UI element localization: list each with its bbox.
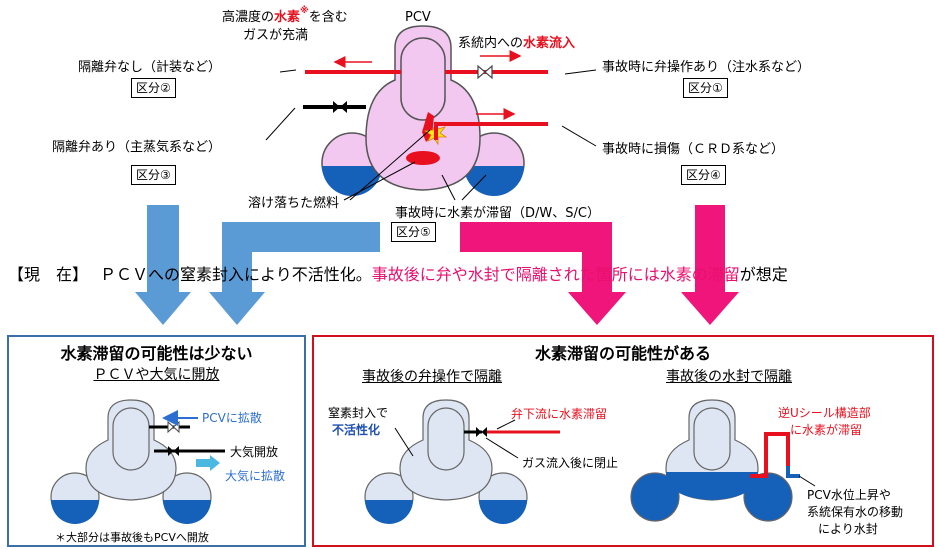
blue-arrows <box>135 205 380 325</box>
category-5-box: 区分⑤ <box>391 222 436 242</box>
category-2-box: 区分② <box>131 78 176 98</box>
status-pink1: 事故後に弁や水封で隔離された箇所には <box>371 265 660 284</box>
right-sub-left: 事故後の弁操作で隔離 <box>362 369 502 385</box>
right-line1: 事故時に弁操作あり（注水系など） <box>602 60 811 75</box>
left-line1: 隔離弁なし（計装など） <box>78 60 222 75</box>
category-1-box: 区分① <box>683 78 728 98</box>
downstream-label: 弁下流に水素滞留 <box>511 407 608 421</box>
status-black: ＰＣＶへの窒素封入により不活性化。 <box>100 265 372 284</box>
pcv-valve-isolation <box>364 399 560 524</box>
stagnation-label: 事故時に水素が滞留（D/W、S/C） <box>395 206 600 221</box>
u-seal-line2: に水素が滞留 <box>790 423 863 437</box>
status-tail: が想定 <box>739 265 788 284</box>
closed-after-label: ガス流入後に閉止 <box>522 456 619 470</box>
atmo-open-label: 大気開放 <box>230 445 279 459</box>
inflow-label: 系統内への水素流入 <box>458 32 575 51</box>
left-panel-subtitle: ＰＣＶや大気に開放 <box>93 367 220 383</box>
right-line2: 事故時に損傷（ＣＲＤ系など） <box>602 142 785 157</box>
right-panel-title: 水素滞留の可能性がある <box>534 344 711 363</box>
water-line2: 系統保有水の移動 <box>807 505 904 519</box>
n2-line2: 不活性化 <box>332 423 381 437</box>
right-panel-frame <box>312 335 934 547</box>
inflow-pre: 系統内への <box>458 36 524 51</box>
top-pcv <box>321 25 525 196</box>
status-prefix: 【現 在】 <box>8 265 89 284</box>
left-panel-title: 水素滞留の可能性は少ない <box>60 344 253 363</box>
right-sub-right-wrap: 事故後の水封で隔離 <box>666 366 792 386</box>
n2-line1: 窒素封入で <box>328 406 389 420</box>
u-seal-line1: 逆Uシール構造部 <box>778 406 871 420</box>
diffuse-pcv-label: PCVに拡散 <box>202 411 262 425</box>
hydrogen-note: 高濃度の水素※を含む <box>222 6 348 25</box>
left-line2: 隔離弁あり（主蒸気系など） <box>52 140 222 155</box>
inflow-red: 水素流入 <box>523 36 576 51</box>
pcv-label: PCV <box>405 10 431 25</box>
category-3-box: 区分③ <box>131 165 176 185</box>
footnote: ＊大部分は事故後もPCVへ開放 <box>55 531 209 544</box>
pcv-water-seal <box>630 399 816 522</box>
diffuse-atmo-label: 大気に拡散 <box>225 469 286 483</box>
pink-arrows <box>460 205 739 325</box>
hydrogen-note-post: を含む <box>308 10 348 25</box>
hydrogen-note-line2: ガスが充満 <box>243 28 309 43</box>
hydrogen-note-mark: ※ <box>300 6 309 16</box>
left-panel-frame <box>7 335 306 547</box>
right-sub-right: 事故後の水封で隔離 <box>666 369 792 385</box>
right-sub-left-wrap: 事故後の弁操作で隔離 <box>362 366 502 386</box>
status-pink2: 水素の滞留 <box>659 265 740 284</box>
status-line: 【現 在】 ＰＣＶへの窒素封入により不活性化。事故後に弁や水封で隔離された箇所には… <box>8 261 788 285</box>
hydrogen-note-pre: 高濃度の <box>222 10 275 25</box>
water-line3: により水封 <box>818 522 878 536</box>
left-panel-subtitle-wrap: ＰＣＶや大気に開放 <box>8 364 305 384</box>
category-4-box: 区分④ <box>681 165 726 185</box>
pcv-open <box>50 399 225 524</box>
top-pipes <box>265 50 597 201</box>
melted-fuel-label: 溶け落ちた燃料 <box>248 196 340 211</box>
water-line1: PCV水位上昇や <box>807 488 891 502</box>
hydrogen-note-red: 水素 <box>274 10 301 25</box>
